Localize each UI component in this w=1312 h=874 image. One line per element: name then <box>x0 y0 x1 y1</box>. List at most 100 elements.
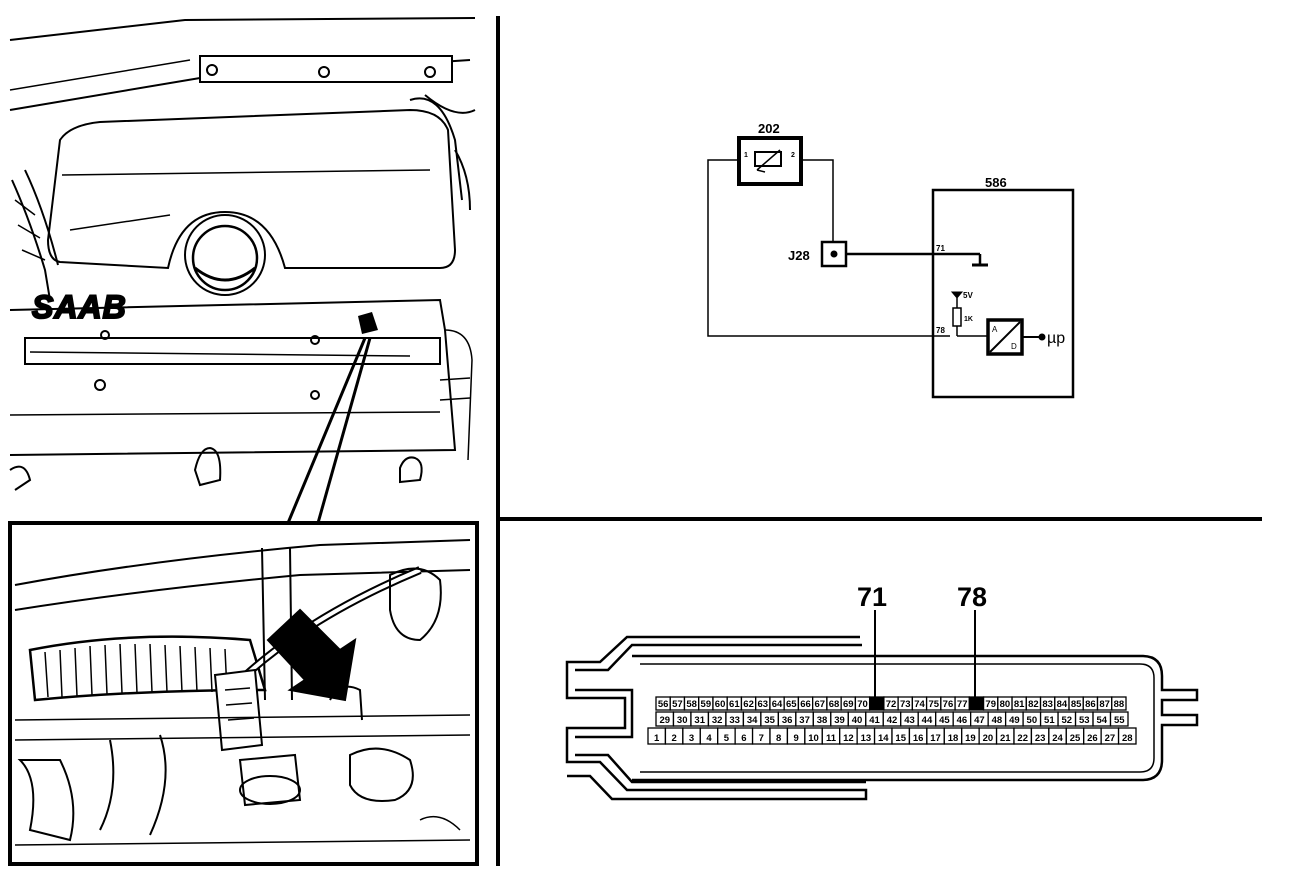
sensor-id-label: 202 <box>758 121 780 136</box>
pin-12-number: 12 <box>843 733 854 744</box>
pin-27-number: 27 <box>1105 733 1116 744</box>
pin-59-number: 59 <box>701 699 712 710</box>
pin-1-number: 1 <box>654 733 660 744</box>
pin-8-number: 8 <box>776 733 781 744</box>
pin-17-number: 17 <box>930 733 941 744</box>
pin-44-number: 44 <box>922 715 933 726</box>
pin-73-number: 73 <box>900 699 911 710</box>
pin-30-number: 30 <box>677 715 688 726</box>
pin-52-number: 52 <box>1062 715 1073 726</box>
ecu-pin-78-label: 78 <box>936 326 945 335</box>
pin-72-number: 72 <box>886 699 897 710</box>
ecu-586 <box>931 188 1075 399</box>
pin-39-number: 39 <box>834 715 845 726</box>
schematic-labels: 202 1 2 J28 586 71 78 5V 1K A D µp <box>744 121 1065 351</box>
engine-bay-overview <box>9 17 476 524</box>
pin-32-number: 32 <box>712 715 723 726</box>
pin-56-number: 56 <box>658 699 669 710</box>
pin-57-number: 57 <box>672 699 683 710</box>
pin-28-cell <box>1117 727 1137 745</box>
pin-58-number: 58 <box>686 699 697 710</box>
pin-28-number: 28 <box>1122 733 1133 744</box>
pin-21-number: 21 <box>1000 733 1011 744</box>
pin-62-number: 62 <box>743 699 754 710</box>
pin-7-number: 7 <box>759 733 764 744</box>
pin-16-number: 16 <box>913 733 924 744</box>
pin-74-number: 74 <box>914 699 925 710</box>
pin-5-number: 5 <box>724 733 730 744</box>
pin-25-number: 25 <box>1070 733 1081 744</box>
pin-51-number: 51 <box>1044 715 1055 726</box>
pin-23-number: 23 <box>1035 733 1046 744</box>
pin-65-number: 65 <box>786 699 797 710</box>
pin-79-number: 79 <box>985 699 996 710</box>
pin-29-number: 29 <box>659 715 670 726</box>
pin-69-number: 69 <box>843 699 854 710</box>
panel-dividers <box>496 16 1262 866</box>
pin-10-number: 10 <box>808 733 819 744</box>
pin-22-number: 22 <box>1017 733 1028 744</box>
supply-voltage-label: 5V <box>963 291 973 300</box>
pin-75-number: 75 <box>928 699 939 710</box>
pin-14-number: 14 <box>878 733 889 744</box>
pin-53-number: 53 <box>1079 715 1090 726</box>
saab-badge: SAAB <box>32 289 127 325</box>
pin-70-number: 70 <box>857 699 868 710</box>
pin-47-number: 47 <box>974 715 985 726</box>
callout-pin-78: 78 <box>957 582 987 612</box>
pin-45-number: 45 <box>939 715 950 726</box>
ecu-connector-housing <box>565 610 1199 801</box>
pin-2-number: 2 <box>671 733 676 744</box>
pin-41-number: 41 <box>869 715 880 726</box>
pin-60-number: 60 <box>715 699 726 710</box>
wiring-schematic <box>707 136 1075 399</box>
pin-88-number: 88 <box>1114 699 1125 710</box>
pin-55-number: 55 <box>1114 715 1125 726</box>
pin-24-number: 24 <box>1052 733 1063 744</box>
pin-80-number: 80 <box>1000 699 1011 710</box>
pin-6-number: 6 <box>741 733 746 744</box>
pin-61-number: 61 <box>729 699 740 710</box>
pin-13-number: 13 <box>861 733 872 744</box>
pin-38-number: 38 <box>817 715 828 726</box>
pin-84-number: 84 <box>1057 699 1068 710</box>
ecu-pin-71-label: 71 <box>936 244 945 253</box>
pin-82-number: 82 <box>1028 699 1039 710</box>
pin-85-number: 85 <box>1071 699 1082 710</box>
pin-77-number: 77 <box>957 699 968 710</box>
microprocessor-label: µp <box>1047 330 1065 347</box>
pin-42-number: 42 <box>887 715 898 726</box>
pin-83-number: 83 <box>1042 699 1053 710</box>
pin-49-number: 49 <box>1009 715 1020 726</box>
pin-33-number: 33 <box>729 715 740 726</box>
pin-63-number: 63 <box>758 699 769 710</box>
pin-86-number: 86 <box>1085 699 1096 710</box>
sensor-detail-inset <box>8 521 479 866</box>
pin-15-number: 15 <box>895 733 906 744</box>
converter-a-label: A <box>992 325 998 334</box>
pin-20-number: 20 <box>983 733 994 744</box>
pin-76-number: 76 <box>943 699 954 710</box>
pin-31-number: 31 <box>694 715 705 726</box>
ecu-id-label: 586 <box>985 175 1007 190</box>
pin-78-number: 78 <box>971 699 982 710</box>
pin-40-number: 40 <box>852 715 863 726</box>
pin-11-number: 11 <box>826 733 837 744</box>
pin-43-number: 43 <box>904 715 915 726</box>
pin-18-number: 18 <box>948 733 959 744</box>
converter-d-label: D <box>1011 342 1017 351</box>
pin-54-number: 54 <box>1096 715 1107 726</box>
callout-pin-71: 71 <box>857 582 887 612</box>
pin-64-number: 64 <box>772 699 783 710</box>
resistor-value-label: 1K <box>964 316 973 323</box>
pin-35-number: 35 <box>764 715 775 726</box>
pin-50-number: 50 <box>1027 715 1038 726</box>
pin-68-number: 68 <box>829 699 840 710</box>
pin-46-number: 46 <box>957 715 968 726</box>
pin-26-number: 26 <box>1087 733 1098 744</box>
sensor-pin-2-label: 2 <box>791 152 795 159</box>
pin-4-number: 4 <box>706 733 712 744</box>
pin-67-number: 67 <box>815 699 826 710</box>
